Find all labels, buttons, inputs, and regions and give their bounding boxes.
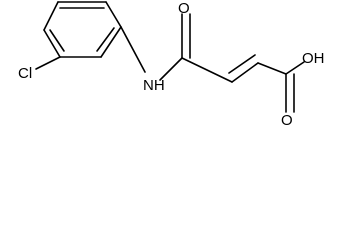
chlorine-label: Cl (18, 65, 32, 82)
acid-hydroxyl-bond (285, 61, 305, 75)
bond-group (35, 1, 305, 113)
ring-bond (100, 26, 122, 58)
chlorine-bond (35, 56, 61, 70)
acid-hydroxyl-label: OH (302, 50, 325, 67)
acid-carbon-bond (257, 62, 287, 75)
alkene-double-bond (228, 54, 256, 74)
atom-labels: Cl NH O OH O (18, 0, 325, 129)
nitrogen-carbonyl-bond (159, 57, 183, 81)
ring-double-bond (49, 29, 65, 52)
alkene-double-bond (231, 62, 259, 83)
ring-bond (43, 29, 61, 58)
chemical-structure: Cl NH O OH O (18, 0, 325, 129)
alkene-single-bond (181, 57, 233, 83)
ring-double-bond (96, 27, 115, 52)
ring-bond (105, 1, 122, 28)
amide-nitrogen-label: NH (143, 77, 165, 94)
ring-nitrogen-bond (120, 26, 146, 73)
amide-oxygen-label: O (178, 0, 190, 17)
acid-oxygen-label: O (281, 112, 293, 129)
ring-bond (43, 1, 59, 31)
